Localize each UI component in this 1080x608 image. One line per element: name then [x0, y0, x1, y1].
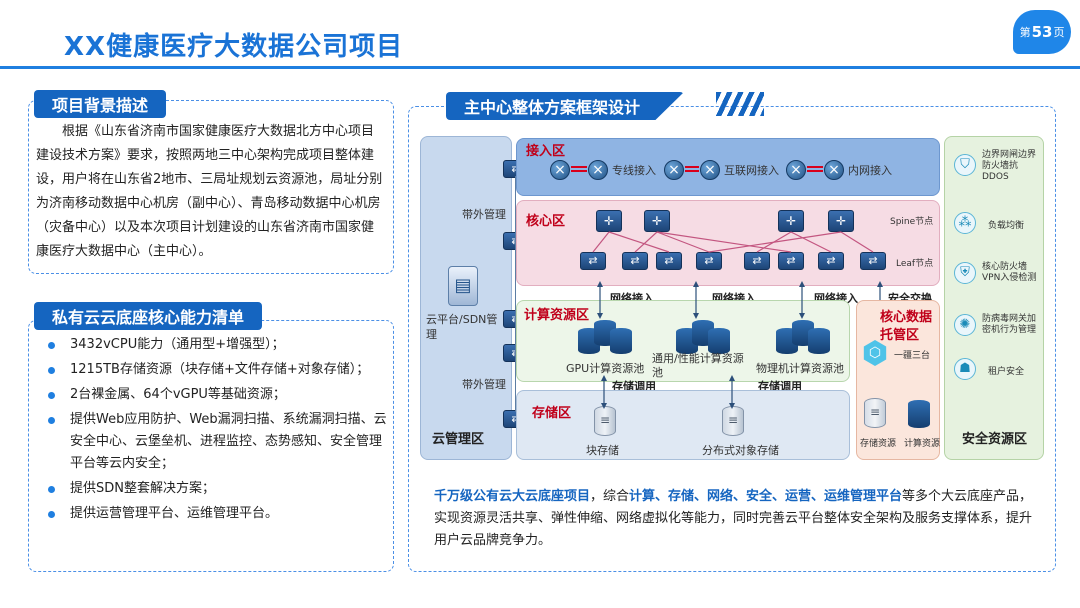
server-icon: ▤: [448, 266, 478, 306]
red-link: [685, 166, 699, 172]
leaf-switch: [580, 252, 606, 270]
red-link: [807, 166, 823, 172]
shield-icon: ⛨: [954, 262, 976, 284]
leaf-switch: [778, 252, 804, 270]
router-icon: [550, 160, 570, 180]
mgmt-vertical-line: [515, 176, 516, 412]
access-zone-label: 接入区: [526, 144, 566, 159]
core-links: [592, 231, 874, 253]
access-link-label: 专线接入: [612, 164, 656, 177]
page-number-badge: 第 53 页: [1013, 10, 1071, 54]
leaf-switch: [818, 252, 844, 270]
kernel-storage-icon: [864, 398, 886, 428]
core-switch: [778, 210, 804, 232]
summary-pre: ，综合: [590, 489, 630, 504]
capabilities-panel: [28, 320, 394, 572]
security-item-label: 租户安全: [988, 367, 1025, 377]
general-pool-icon: [676, 320, 732, 354]
storage-zone-label: 存储区: [532, 406, 572, 421]
security-item-label: 防病毒网关加密机行为管理: [982, 314, 1037, 335]
storage-call-label: 存储调用: [612, 380, 656, 393]
kernel-zone-label-top: 核心数据: [880, 310, 933, 325]
compute-pool-label: GPU计算资源池: [566, 362, 645, 375]
router-icon: [786, 160, 806, 180]
list-item: 1215TB存储资源（块存储+文件存储+对象存储）；: [44, 359, 394, 381]
tenant-icon: ☗: [954, 358, 976, 380]
kernel-zone: [856, 300, 940, 460]
kernel-compute-label: 计算资源: [904, 439, 941, 449]
storage-item-label: 分布式对象存储: [702, 444, 779, 457]
storage-item-label: 块存储: [586, 444, 619, 457]
architecture-tab: 主中心整体方案框架设计: [446, 92, 685, 120]
core-zone-label: 核心区: [526, 214, 566, 229]
core-switch: [644, 210, 670, 232]
background-panel: [28, 100, 394, 274]
firewall-icon: ⛉: [954, 154, 976, 176]
list-item: 3432vCPU能力（通用型+增强型）；: [44, 334, 394, 356]
access-link-label: 内网接入: [848, 164, 892, 177]
page-prefix: 第: [1019, 26, 1031, 39]
compute-pool-label: 物理机计算资源池: [756, 362, 844, 375]
leaf-switch: [696, 252, 722, 270]
physical-pool-icon: [776, 320, 832, 354]
summary-text: 千万级公有云大云底座项目，综合计算、存储、网络、安全、运营、运维管理平台等多个大…: [434, 486, 1044, 552]
kernel-item-label: 一疆三台: [894, 351, 931, 361]
antivirus-icon: ✺: [954, 314, 976, 336]
security-item-label: 边界网闸边界防火墙抗DDOS: [982, 150, 1037, 182]
core-switch: [828, 210, 854, 232]
summary-lead: 千万级公有云大云底座项目: [434, 489, 591, 504]
storage-call-label: 存储调用: [758, 380, 802, 393]
oob-label-bottom: 带外管理: [462, 378, 506, 391]
oob-label-top: 带外管理: [462, 208, 506, 221]
router-icon: [824, 160, 844, 180]
sdn-label: 云平台/SDN管理: [426, 313, 498, 341]
summary-keywords: 计算、存储、网络、安全、运营、运维管理平台: [629, 489, 903, 504]
access-link-label: 互联网接入: [724, 164, 779, 177]
core-switch: [596, 210, 622, 232]
security-item-label: 核心防火墙VPN入侵检测: [982, 262, 1037, 283]
load-balance-icon: ⁂: [954, 212, 976, 234]
kernel-hex-icon: ⬡: [863, 340, 887, 366]
router-icon: [588, 160, 608, 180]
security-zone: [944, 136, 1044, 460]
background-text: 根据《山东省济南市国家健康医疗大数据北方中心项目建设技术方案》要求，按照两地三中…: [36, 124, 383, 259]
leaf-switch: [622, 252, 648, 270]
header-divider: [0, 66, 1080, 69]
summary-tail: 等多个大云底座产品，实现资源灵活共享、弹性伸缩、网络虚拟化等能力，同时完善云平台…: [434, 489, 1033, 548]
leaf-switch: [656, 252, 682, 270]
tab-stripes: [716, 92, 764, 116]
capabilities-list: 3432vCPU能力（通用型+增强型）； 1215TB存储资源（块存储+文件存储…: [44, 334, 394, 528]
security-zone-label: 安全资源区: [962, 432, 1028, 447]
page-number: 53: [1031, 23, 1053, 41]
gpu-pool-icon: [578, 320, 634, 354]
page-title: XX健康医疗大数据公司项目: [64, 32, 404, 62]
background-tab: 项目背景描述: [34, 90, 167, 118]
router-icon: [700, 160, 720, 180]
page-suffix: 页: [1053, 26, 1065, 39]
compute-pool-label: 通用/性能计算资源池: [652, 352, 744, 379]
capabilities-tab: 私有云云底座核心能力清单: [34, 302, 263, 330]
kernel-storage-label: 存储资源: [860, 439, 897, 449]
list-item: 提供Web应用防护、Web漏洞扫描、系统漏洞扫描、云安全中心、云堡垒机、进程监控…: [44, 409, 394, 475]
list-item: 提供SDN整套解决方案；: [44, 478, 394, 500]
security-item-label: 负载均衡: [988, 221, 1025, 231]
mgmt-zone-label: 云管理区: [432, 432, 485, 447]
leaf-switch: [860, 252, 886, 270]
leaf-label: Leaf节点: [896, 259, 934, 269]
list-item: 2台裸金属、64个vGPU等基础资源；: [44, 384, 394, 406]
compute-zone-label: 计算资源区: [524, 308, 590, 323]
spine-label: Spine节点: [890, 217, 934, 227]
leaf-switch: [744, 252, 770, 270]
kernel-compute-icon: [908, 400, 930, 428]
kernel-zone-label-bottom: 托管区: [880, 328, 920, 343]
storage-zone: [516, 390, 850, 460]
red-link: [571, 166, 587, 172]
router-icon: [664, 160, 684, 180]
list-item: 提供运营管理平台、运维管理平台。: [44, 503, 394, 525]
